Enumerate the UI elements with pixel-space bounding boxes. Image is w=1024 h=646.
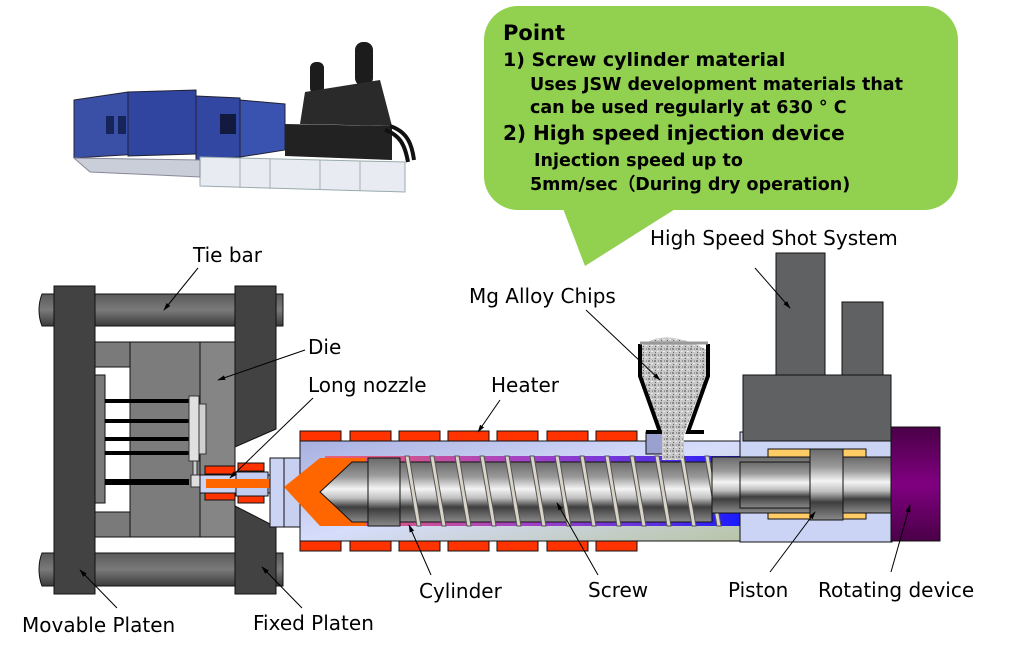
heater-band [349,430,392,442]
heater-band [349,540,392,552]
label-movable-platen: Movable Platen [22,613,175,637]
callout-item2-line2: 5mm/sec（During dry operation) [530,174,850,195]
heater-band [299,430,342,442]
heater-band [299,540,342,552]
screw-flight [479,455,497,527]
callout-item2-heading: 2) High speed injection device [503,121,845,145]
heater-band [398,430,441,442]
labels: Tie bar Die Long nozzle Heater Mg Alloy … [22,226,974,637]
point-callout: Point 1) Screw cylinder material Uses JS… [484,6,958,266]
heater-band [546,430,589,442]
label-die: Die [308,335,341,359]
screw-flight [579,455,597,527]
label-piston: Piston [728,578,788,602]
fixed-platen [234,285,277,448]
label-heater: Heater [491,373,560,397]
rotating-device [890,426,941,542]
callout-title: Point [503,21,565,45]
long-nozzle [199,462,288,504]
heater-band [595,540,638,552]
screw-flight [529,455,547,527]
heater-band [546,540,589,552]
screw-flight [429,455,447,527]
callout-item1-heading: 1) Screw cylinder material [503,49,785,71]
label-mg-alloy-chips: Mg Alloy Chips [469,284,616,308]
callout-tail [562,206,680,266]
callout-item1-line2: can be used regularly at 630 ° C [530,98,847,118]
label-cylinder: Cylinder [419,579,503,603]
label-high-speed-shot-system: High Speed Shot System [650,226,898,250]
screw-flight [629,455,647,527]
screw-flight [554,455,572,527]
heater-band [447,540,490,552]
machine-photo [72,42,416,193]
heater-band [398,540,441,552]
piston [809,448,844,521]
movable-platen [53,285,96,595]
callout-bubble [484,6,958,210]
molded-part [188,395,200,462]
label-fixed-platen: Fixed Platen [253,611,374,635]
injection-cylinder [269,430,893,552]
label-tie-bar: Tie bar [192,243,263,267]
hopper [638,337,710,460]
callout-item1-line1: Uses JSW development materials that [530,75,903,95]
heater-band [496,430,539,442]
label-rotating-device: Rotating device [818,578,974,602]
screw-flight [504,455,522,527]
label-screw: Screw [588,578,648,602]
screw-flight [654,455,672,527]
heater-band [496,540,539,552]
heater-band [447,430,490,442]
screw-flight [604,455,622,527]
screw-flight [454,455,472,527]
clamp-unit [38,285,284,595]
label-long-nozzle: Long nozzle [308,373,427,397]
screw-flight [404,455,422,527]
heater-bands [299,430,638,552]
callout-item2-line1: Injection speed up to [534,151,743,171]
heater-band [595,430,638,442]
high-speed-shot-system [742,252,892,442]
